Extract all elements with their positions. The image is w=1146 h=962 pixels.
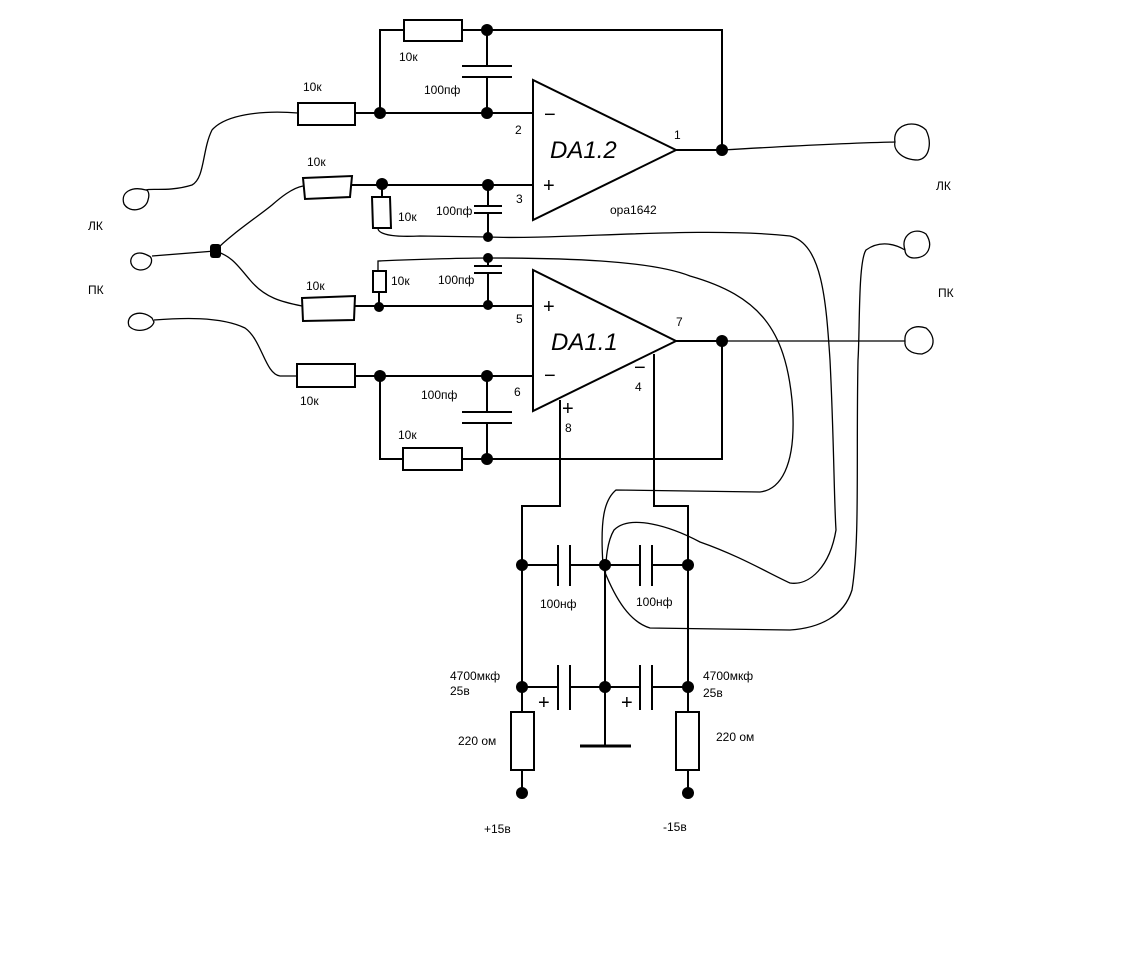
op-amp-da1-2-inverting-sign: − [544, 104, 556, 126]
top-feedback-capacitor-label: 100пф [424, 83, 461, 97]
connector-blob [894, 123, 930, 161]
op-amp-part-number: opa1642 [610, 203, 657, 217]
op-amp-da1-2-label: DA1.2 [550, 137, 617, 164]
junction-dot [210, 244, 221, 258]
op-amp-da1-1-label: DA1.1 [551, 329, 618, 356]
power-negative-label: -15в [663, 820, 687, 834]
bottom-bias-resistor [300, 294, 357, 323]
right-outputs: ЛК ПК [603, 123, 954, 631]
op-amp-da1-1-noninverting-sign: + [543, 296, 555, 318]
top-input-network: 10к [297, 80, 533, 126]
bottom-feedback-network: 100пф 10к [379, 341, 723, 471]
pin-4-label: 4 [635, 380, 642, 394]
op-amp-da1-2: DA1.2 − + opa1642 2 3 1 [515, 78, 681, 222]
power-terminal-positive [516, 787, 528, 799]
electrolytic-right-value: 4700мкф [703, 669, 753, 683]
pin-3-label: 3 [516, 192, 523, 206]
pin-1-label: 1 [674, 128, 681, 142]
decoupling-capacitor-left-label: 100нф [540, 597, 577, 611]
top-input-resistor-label: 10к [303, 80, 322, 94]
left-inputs: ЛК ПК [88, 111, 304, 377]
top-feedback-resistor-label: 10к [399, 50, 418, 64]
supply-resistor-right-label: 220 ом [716, 730, 754, 744]
connector-label-pk-right: ПК [938, 286, 954, 300]
op-amp-da1-2-body [532, 78, 679, 222]
top-bias-shunt-resistor-label: 10к [398, 210, 417, 224]
connector-label-pk-left: ПК [88, 283, 104, 297]
op-amp-da1-1: DA1.1 + − + − 5 6 7 8 4 [514, 268, 683, 435]
junction-dot [374, 302, 384, 312]
op-amp-da1-1-vplus-sign: + [562, 398, 574, 420]
supply-resistor-left [510, 711, 535, 771]
top-bias-network: 10к 10к 100пф [301, 155, 837, 584]
top-output [676, 144, 728, 156]
power-terminal-negative [682, 787, 694, 799]
junction-dot [516, 559, 528, 571]
junction-dot [374, 107, 386, 119]
top-input-resistor [297, 102, 356, 126]
connector-blob [903, 230, 931, 259]
connector-blob [122, 188, 150, 211]
junction-dot [682, 559, 694, 571]
top-bias-capacitor-label: 100пф [436, 204, 473, 218]
power-positive-label: +15в [484, 822, 511, 836]
bottom-bias-shunt-resistor-label: 10к [391, 274, 410, 288]
junction-dot [516, 681, 528, 693]
electrolytic-polarity-right: + [621, 692, 633, 714]
connector-blob [904, 326, 934, 355]
electrolytic-left-voltage: 25в [450, 684, 470, 698]
pin-6-label: 6 [514, 385, 521, 399]
bottom-feedback-resistor [402, 447, 463, 471]
electrolytic-right-voltage: 25в [703, 686, 723, 700]
bottom-input-resistor-label: 10к [300, 394, 319, 408]
bottom-input-resistor [296, 363, 356, 388]
op-amp-da1-2-noninverting-sign: + [543, 175, 555, 197]
top-bias-resistor-label: 10к [307, 155, 326, 169]
pin-7-label: 7 [676, 315, 683, 329]
pin-2-label: 2 [515, 123, 522, 137]
connector-blob [127, 312, 155, 332]
bottom-bias-network: 10к 100пф 10к [300, 253, 794, 566]
power-supply-section: 100нф 100нф + + 4700мкф 25в 4700мкф 25в … [450, 354, 754, 836]
pin-8-label: 8 [565, 421, 572, 435]
decoupling-capacitor-right-label: 100нф [636, 595, 673, 609]
bottom-feedback-capacitor-label: 100пф [421, 388, 458, 402]
op-amp-da1-1-body [532, 268, 679, 413]
op-amp-da1-1-inverting-sign: − [544, 365, 556, 387]
connector-label-lk-right: ЛК [936, 179, 951, 193]
connector-blob [130, 252, 153, 271]
bottom-bias-capacitor-label: 100пф [438, 273, 475, 287]
bottom-feedback-resistor-label: 10к [398, 428, 417, 442]
supply-resistor-left-label: 220 ом [458, 734, 496, 748]
junction-dot [599, 559, 611, 571]
pin-5-label: 5 [516, 312, 523, 326]
op-amp-da1-1-vminus-sign: − [634, 357, 646, 379]
top-bias-resistor [301, 174, 354, 201]
junction-dot [481, 24, 493, 36]
junction-dot [599, 681, 611, 693]
bottom-output [676, 335, 728, 347]
junction-dot [481, 453, 493, 465]
electrolytic-left-value: 4700мкф [450, 669, 500, 683]
junction-dot [481, 107, 493, 119]
connector-label-lk-left: ЛК [88, 219, 103, 233]
junction-dot [483, 300, 493, 310]
bottom-bias-shunt-resistor [372, 270, 387, 293]
top-feedback-resistor [403, 19, 463, 42]
supply-resistor-right [675, 711, 700, 771]
top-bias-shunt-resistor [370, 184, 393, 229]
electrolytic-polarity-left: + [538, 692, 550, 714]
bottom-bias-resistor-label: 10к [306, 279, 325, 293]
bottom-input-network: 10к [296, 363, 533, 408]
junction-dot [682, 681, 694, 693]
